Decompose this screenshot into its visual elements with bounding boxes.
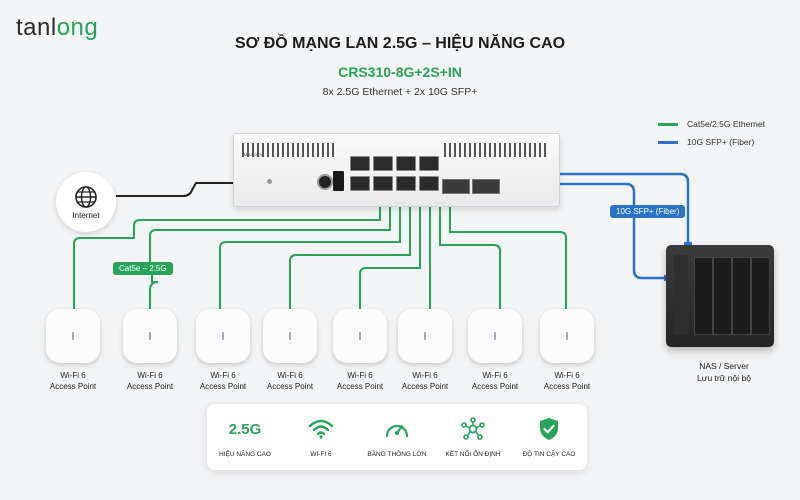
feature-bandwidth: BĂNG THÔNG LỚN <box>359 404 435 470</box>
access-point <box>123 309 177 363</box>
page-title: SƠ ĐỒ MẠNG LAN 2.5G – HIỆU NĂNG CAO <box>234 35 566 52</box>
ap-led <box>149 332 151 340</box>
reset-button <box>267 179 272 184</box>
nas-panel <box>674 255 688 335</box>
ethernet-port <box>373 156 393 171</box>
brand-part1: tanl <box>16 14 57 41</box>
internet-cable <box>116 182 236 197</box>
ap-led <box>494 332 496 340</box>
drive-bay <box>694 257 713 335</box>
ethernet-port <box>350 156 370 171</box>
switch-vent <box>444 143 549 157</box>
feature-label: HIỆU NĂNG CAO <box>218 451 271 458</box>
cable-ap-3 <box>219 195 401 309</box>
internet-node: Internet <box>56 172 116 232</box>
access-point <box>468 309 522 363</box>
cable-ap-7 <box>439 195 501 309</box>
drive-bay <box>751 257 770 335</box>
access-point <box>263 309 317 363</box>
ap-led <box>359 332 361 340</box>
ap-led <box>566 332 568 340</box>
access-point <box>196 309 250 363</box>
access-point <box>540 309 594 363</box>
fiber-1 <box>555 172 690 246</box>
legend-label: 10G SFP+ (Fiber) <box>687 137 755 147</box>
legend-swatch-blue <box>658 140 678 144</box>
wifi-icon <box>308 419 334 439</box>
feature-big-text: 2.5G <box>228 420 262 438</box>
cable-ap-5 <box>359 195 421 309</box>
feature-label: BĂNG THÔNG LỚN <box>367 451 427 458</box>
cable-ap-4 <box>289 195 411 309</box>
ethernet-port <box>396 176 416 191</box>
feature-wifi: WI-FI 6 <box>283 404 359 470</box>
cable-ap-2 <box>141 195 391 309</box>
access-point <box>46 309 100 363</box>
brand-part2: ong <box>56 14 99 41</box>
ethernet-port <box>373 176 393 191</box>
brand-logo: tanlong <box>16 14 98 42</box>
cable-ap-1 <box>73 195 381 309</box>
ethernet-port <box>419 156 439 171</box>
sfp-port <box>442 179 470 194</box>
feature-performance: 2.5G HIỆU NĂNG CAO <box>207 404 283 470</box>
feature-label: WI-FI 6 <box>310 451 332 458</box>
tag-cat5e: Cat5e – 2.5G <box>113 262 173 275</box>
access-point <box>333 309 387 363</box>
legend-item-fiber: 10G SFP+ (Fiber) <box>658 133 765 151</box>
power-port <box>317 174 333 190</box>
feature-label: KẾT NỐI ỔN ĐỊNH <box>445 451 501 458</box>
drive-bay <box>713 257 732 335</box>
globe-icon <box>75 185 97 208</box>
ethernet-port <box>396 156 416 171</box>
ethernet-port <box>419 176 439 191</box>
sfp-port <box>472 179 500 194</box>
feature-label: ĐỘ TIN CẬY CAO <box>522 451 576 458</box>
feature-reliability: ĐỘ TIN CẬY CAO <box>511 404 587 470</box>
ap-led <box>222 332 224 340</box>
switch-brand: MIKROTIK <box>244 152 264 157</box>
internet-label: Internet <box>72 210 100 220</box>
network-icon <box>461 417 485 440</box>
ap-led <box>289 332 291 340</box>
access-point <box>398 309 452 363</box>
drive-bay <box>732 257 751 335</box>
ap-led <box>72 332 74 340</box>
tag-sfp: 10G SFP+ (Fiber) <box>610 205 686 218</box>
nas-server <box>666 245 774 347</box>
model-name: CRS310-8G+2S+IN <box>338 64 462 80</box>
usb-port <box>333 171 344 191</box>
ports-description: 8x 2.5G Ethernet + 2x 10G SFP+ <box>322 86 478 98</box>
shield-check-icon <box>540 418 558 440</box>
feature-stable: KẾT NỐI ỔN ĐỊNH <box>435 404 511 470</box>
legend: Cat5e/2.5G Ethernet 10G SFP+ (Fiber) <box>658 115 765 151</box>
ap-led <box>424 332 426 340</box>
feature-bar: 2.5G HIỆU NĂNG CAO WI-FI 6 BĂNG THÔNG LỚ… <box>207 404 587 470</box>
cable-ap-8 <box>449 195 567 309</box>
network-switch: MIKROTIK <box>233 133 560 207</box>
legend-label: Cat5e/2.5G Ethernet <box>687 119 765 129</box>
speedometer-icon <box>385 424 409 438</box>
fiber-2 <box>555 182 668 280</box>
legend-swatch-green <box>658 122 678 126</box>
switch-vent <box>242 143 337 157</box>
legend-item-ethernet: Cat5e/2.5G Ethernet <box>658 115 765 133</box>
ethernet-port <box>350 176 370 191</box>
